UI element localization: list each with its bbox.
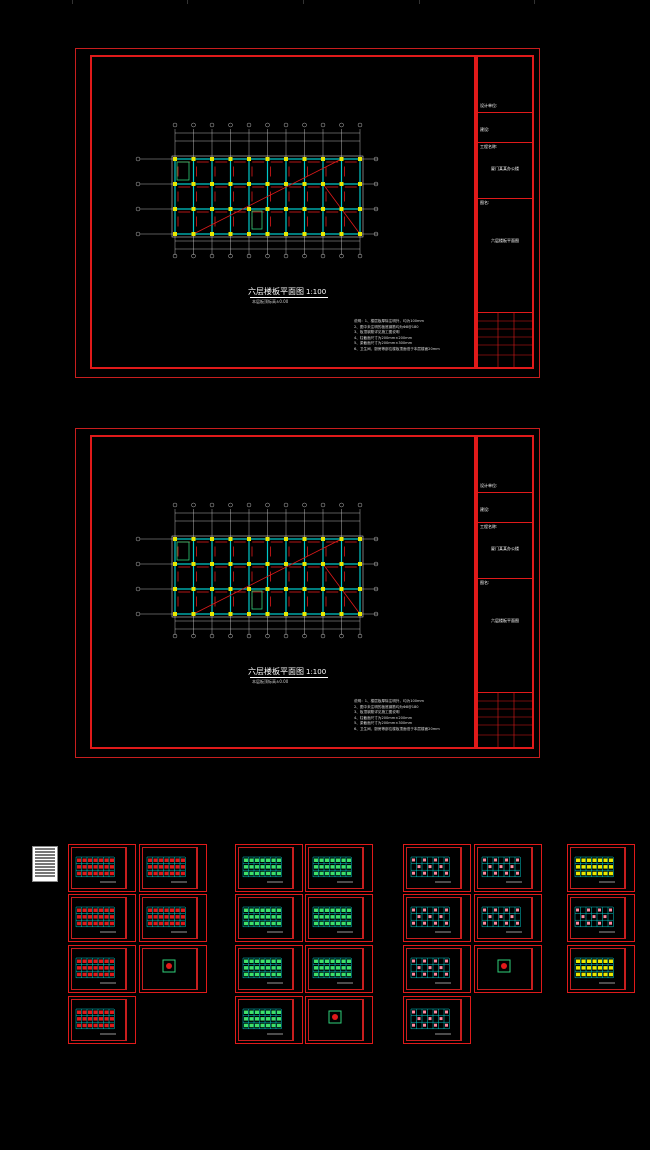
floor-plan-drawing <box>135 122 379 259</box>
project-name-cell: 工程名称:厦门某某办公楼 <box>478 143 532 199</box>
thumbnail-drawing <box>162 959 176 973</box>
sheet-thumbnail[interactable] <box>305 844 373 892</box>
thumbnail-drawing <box>242 1008 283 1035</box>
title-block: 设计单位: 建设: 工程名称:厦门某某办公楼 图名:六层楼板平面图 <box>476 435 534 749</box>
sheet-thumbnail[interactable] <box>68 894 136 942</box>
thumbnail-drawing <box>410 957 451 984</box>
title-underline <box>250 297 328 298</box>
sheet-thumbnail[interactable] <box>139 945 207 993</box>
sheet-thumbnail[interactable] <box>139 894 207 942</box>
sheet-thumbnail[interactable] <box>305 894 373 942</box>
thumbnail-drawing <box>146 906 187 933</box>
thumbnail-drawing <box>497 959 511 973</box>
title-block: 设计单位: 建设: 工程名称:厦门某某办公楼 图名:六层楼板平面图 <box>476 55 534 369</box>
thumbnail-drawing <box>75 906 116 933</box>
thumbnail-drawing <box>410 856 451 883</box>
signature-grid <box>478 693 532 747</box>
sheet-thumbnail[interactable] <box>68 844 136 892</box>
thumbnail-drawing <box>312 906 353 933</box>
sheet-thumbnail[interactable] <box>403 996 471 1044</box>
floor-plan-drawing <box>135 502 379 639</box>
thumbnail-drawing <box>481 856 522 883</box>
ruler-mark <box>534 0 535 4</box>
sheet-thumbnail[interactable] <box>235 894 303 942</box>
ruler-mark <box>187 0 188 4</box>
sheet-thumbnail[interactable] <box>403 844 471 892</box>
thumbnail-drawing <box>312 856 353 883</box>
sheet-thumbnail[interactable] <box>68 996 136 1044</box>
design-unit-cell: 设计单位: <box>478 57 532 113</box>
project-name-cell: 工程名称:厦门某某办公楼 <box>478 523 532 579</box>
plan-subtitle: 本层板顶标高±0.00 <box>252 299 289 304</box>
plan-subtitle: 本层板顶标高±0.00 <box>252 679 289 684</box>
drawing-name-cell: 图名:六层楼板平面图 <box>478 199 532 313</box>
sheet-thumbnail[interactable] <box>235 945 303 993</box>
title-underline <box>250 677 328 678</box>
sheet-thumbnail[interactable] <box>567 945 635 993</box>
sheet-thumbnail[interactable] <box>567 844 635 892</box>
signature-grid <box>478 313 532 367</box>
thumbnail-drawing <box>75 957 116 984</box>
sheet-thumbnail[interactable] <box>403 894 471 942</box>
thumbnail-drawing <box>75 1008 116 1035</box>
sheet-thumbnail[interactable] <box>567 894 635 942</box>
thumbnail-drawing <box>75 856 116 883</box>
thumbnail-drawing <box>242 957 283 984</box>
client-cell: 建设: <box>478 493 532 523</box>
sheet-thumbnail[interactable] <box>305 996 373 1044</box>
thumbnail-drawing <box>574 957 615 984</box>
thumbnail-drawing <box>574 906 615 933</box>
thumbnail-drawing <box>410 906 451 933</box>
sheet-thumbnail[interactable] <box>139 844 207 892</box>
thumbnail-drawing <box>146 856 187 883</box>
client-cell: 建设: <box>478 113 532 143</box>
drawing-index-table[interactable] <box>32 846 58 882</box>
thumbnail-drawing <box>574 856 615 883</box>
thumbnail-drawing <box>328 1010 342 1024</box>
ruler-mark <box>419 0 420 4</box>
drawing-name-cell: 图名:六层楼板平面图 <box>478 579 532 693</box>
thumbnail-drawing <box>481 906 522 933</box>
sheet-thumbnail[interactable] <box>474 844 542 892</box>
sheet-thumbnail[interactable] <box>305 945 373 993</box>
sheet-thumbnail[interactable] <box>68 945 136 993</box>
ruler-mark <box>72 0 73 4</box>
thumbnail-drawing <box>242 906 283 933</box>
sheet-thumbnail[interactable] <box>403 945 471 993</box>
sheet-thumbnail[interactable] <box>235 996 303 1044</box>
sheet-thumbnail[interactable] <box>474 945 542 993</box>
thumbnail-drawing <box>312 957 353 984</box>
thumbnail-drawing <box>242 856 283 883</box>
sheet-thumbnail[interactable] <box>474 894 542 942</box>
design-unit-cell: 设计单位: <box>478 437 532 493</box>
ruler-mark <box>303 0 304 4</box>
thumbnail-drawing <box>410 1008 451 1035</box>
sheet-thumbnail[interactable] <box>235 844 303 892</box>
